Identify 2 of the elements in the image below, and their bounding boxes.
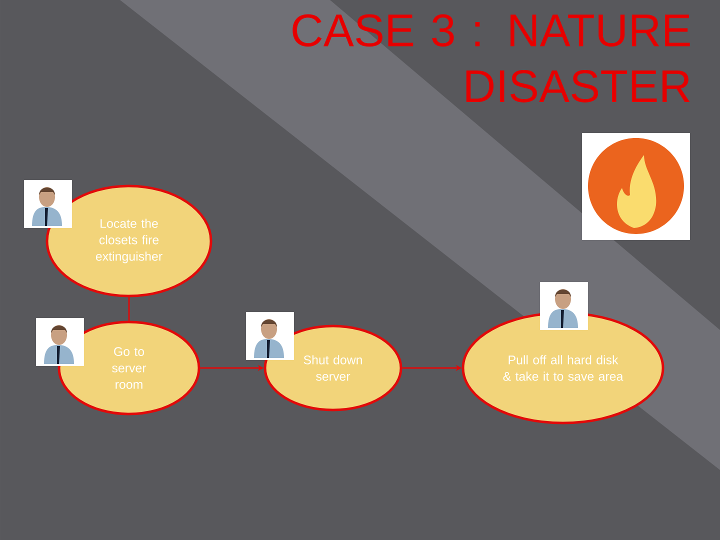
connector	[128, 297, 130, 321]
title: CASE 3 : NATURE DISASTER	[292, 14, 690, 102]
